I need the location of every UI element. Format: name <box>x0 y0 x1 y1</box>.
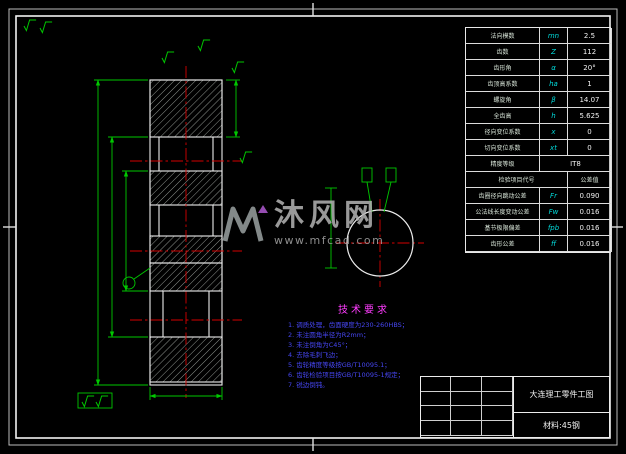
param-label: 齿形角 <box>466 60 540 76</box>
title-block-cell <box>451 421 482 436</box>
title-block-cell <box>482 377 513 392</box>
title-block-cell <box>482 421 513 436</box>
param-symbol: ha <box>540 76 568 92</box>
param-label: 齿形公差 <box>466 236 540 252</box>
param-label: 基节极限偏差 <box>466 220 540 236</box>
centerlines <box>130 66 424 398</box>
title-block-cell <box>482 391 513 407</box>
param-symbol: fpb <box>540 220 568 236</box>
param-symbol: Z <box>540 44 568 60</box>
param-value: 2.5 <box>568 28 612 44</box>
title-block-cell <box>451 391 482 407</box>
tech-requirement-line: 3. 未注倒角为C45°； <box>288 341 352 349</box>
param-header-item: 检验项目代号 <box>466 172 568 188</box>
param-value: 0 <box>568 124 612 140</box>
title-block-cell <box>451 406 482 422</box>
drawing-title: 大连理工零件工图 <box>514 377 609 413</box>
param-label: 齿圈径向跳动公差 <box>466 188 540 204</box>
title-block-cell <box>451 377 482 392</box>
param-symbol: β <box>540 92 568 108</box>
title-block: 大连理工零件工图 材料:45钢 <box>420 376 610 438</box>
title-block-right: 大连理工零件工图 材料:45钢 <box>513 377 609 437</box>
param-symbol: ff <box>540 236 568 252</box>
title-block-cell <box>421 391 451 407</box>
param-symbol: Fw <box>540 204 568 220</box>
param-label: 螺旋角 <box>466 92 540 108</box>
param-value: 0.016 <box>568 204 612 220</box>
tech-requirement-line: 1. 调质处理，齿面硬度为230-260HBS； <box>288 321 409 329</box>
tech-requirement-line: 2. 未注圆角半径为R2mm； <box>288 331 370 339</box>
title-block-cell <box>421 377 451 392</box>
dimension-lines <box>94 79 397 400</box>
param-value: 5.625 <box>568 108 612 124</box>
param-symbol: α <box>540 60 568 76</box>
param-label: 法向模数 <box>466 28 540 44</box>
param-value: IT8 <box>540 156 612 172</box>
param-label: 径向变位系数 <box>466 124 540 140</box>
param-symbol: mn <box>540 28 568 44</box>
param-label: 精度等级 <box>466 156 540 172</box>
param-symbol: h <box>540 108 568 124</box>
centering-marks <box>3 3 623 451</box>
param-value: 0.090 <box>568 188 612 204</box>
title-block-grid <box>421 377 513 437</box>
title-block-cell <box>482 406 513 422</box>
param-header-value: 公差值 <box>568 172 612 188</box>
param-value: 14.07 <box>568 92 612 108</box>
param-value: 1 <box>568 76 612 92</box>
param-label: 全齿高 <box>466 108 540 124</box>
surface-finish-note <box>77 392 113 409</box>
tech-requirement-line: 4. 去除毛刺飞边； <box>288 351 342 359</box>
param-label: 齿顶高系数 <box>466 76 540 92</box>
tech-requirement-line: 7. 锐边倒钝。 <box>288 381 329 389</box>
param-value: 0 <box>568 140 612 156</box>
title-block-cell <box>421 406 451 422</box>
technical-requirements: 技术要求 1. 调质处理，齿面硬度为230-260HBS； 2. 未注圆角半径为… <box>288 301 440 390</box>
param-label: 切向变位系数 <box>466 140 540 156</box>
param-label: 齿数 <box>466 44 540 60</box>
param-value: 112 <box>568 44 612 60</box>
param-symbol: x <box>540 124 568 140</box>
param-value: 0.016 <box>568 236 612 252</box>
technical-requirements-title: 技术要求 <box>338 305 390 316</box>
gear-parameter-table: 法向模数 mn 2.5 齿数 Z 112 齿形角 α 20° 齿顶高系数 ha … <box>465 27 612 253</box>
param-label: 公法线长度变动公差 <box>466 204 540 220</box>
param-symbol: Fr <box>540 188 568 204</box>
tech-requirement-line: 5. 齿轮精度等级按GB/T10095.1； <box>288 361 391 369</box>
param-value: 0.016 <box>568 220 612 236</box>
tech-requirement-line: 6. 齿轮检验项目按GB/T10095-1规定； <box>288 371 405 379</box>
title-block-cell <box>421 421 451 436</box>
param-value: 20° <box>568 60 612 76</box>
material-spec: 材料:45钢 <box>543 420 580 430</box>
param-symbol: xt <box>540 140 568 156</box>
detail-circle-view <box>346 209 414 277</box>
